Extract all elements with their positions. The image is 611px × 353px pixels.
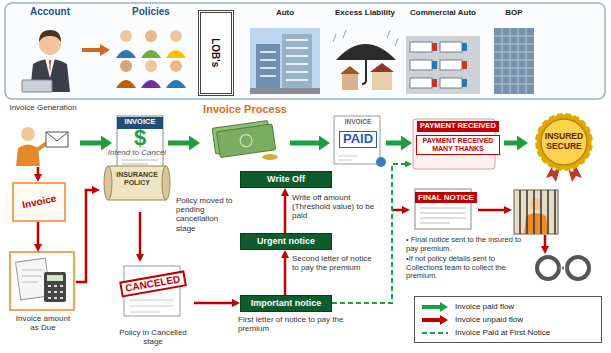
notice-box: Write Off	[240, 171, 332, 188]
node-label: Important notice	[251, 298, 322, 308]
unpaid-arrow	[478, 209, 504, 212]
flow-arrow	[168, 141, 189, 146]
payment-received-stamp: PAYMENT RECEIVED PAYMENT RECEIVED MANY TH…	[412, 118, 504, 170]
node-label: Urgent notice	[257, 236, 315, 246]
node-label: PAID	[339, 131, 377, 148]
policies-icon: Policies	[110, 6, 192, 92]
node-label: Intend to Cancel	[108, 148, 166, 157]
invoice-stamp-box: Invoice	[12, 182, 66, 222]
node-label: Invoice	[21, 193, 57, 211]
node-label: $	[134, 127, 146, 149]
invoice-process-picture: Invoice Process	[200, 103, 290, 163]
legend-swatch	[420, 315, 450, 325]
note-text: Second letter of notice to pay the premi…	[292, 254, 372, 272]
node-label: INSURED SECURE	[542, 132, 586, 152]
node-label: Invoice amount as Due	[12, 314, 74, 332]
notice-box: Urgent notice	[240, 233, 332, 250]
money-picture	[212, 120, 278, 160]
flow-arrow	[80, 141, 101, 146]
flow-arrow	[139, 212, 142, 254]
lob-picture: Excess Liability	[330, 8, 400, 96]
flow-arrow	[290, 141, 319, 146]
cancelled-stamp: CANCELED Policy in Cancelled stage	[112, 262, 194, 346]
node-label: INVOICE	[125, 118, 156, 127]
legend-row: Invoice paid flow	[420, 300, 596, 313]
legend-label: Invoice paid flow	[455, 302, 514, 311]
note-text: First letter of notice to pay the premiu…	[238, 315, 358, 333]
flow-arrow	[386, 141, 401, 146]
legend-swatch	[420, 302, 450, 312]
lob-picture: Commercial Auto	[404, 8, 482, 96]
note-text: • Final notice sent to the insured to pa…	[406, 236, 526, 253]
flow-arrow	[194, 302, 232, 305]
invoice-paid-document: INVOICE PAID	[330, 115, 386, 165]
flow-arrow	[332, 164, 405, 303]
trucks-picture	[406, 36, 480, 94]
top-band	[5, 3, 605, 99]
node-label: INSURANCE POLICY	[112, 171, 162, 187]
invoice-due-box: Invoice amount as Due	[10, 252, 76, 332]
account-person	[22, 30, 70, 92]
unpaid-arrow	[544, 235, 547, 246]
insurance-policy-scroll: Intend to CancelINSURANCE POLICY	[100, 148, 174, 212]
note-text: Write off amount (Threshold value) to be…	[292, 193, 388, 221]
flow-arrow	[504, 141, 517, 146]
node-label: Commercial Auto	[410, 8, 476, 17]
legend-label: Invoice Paid at First Notice	[455, 328, 550, 337]
due-picture	[10, 252, 74, 310]
invoice-document: INVOICE$	[112, 115, 168, 170]
node-label: PAYMENT RECEIVED MANY THANKS	[416, 135, 500, 155]
handcuffs-picture	[537, 257, 589, 279]
flow-arrow	[37, 222, 40, 244]
legend-row: Invoice Paid at First Notice	[420, 326, 596, 339]
node-label: Excess Liability	[335, 8, 395, 17]
node-label: Write Off	[267, 174, 305, 184]
node-label: INVOICE	[345, 118, 372, 125]
legend-label: Invoice unpaid flow	[455, 315, 523, 324]
node-label: LOB's	[210, 38, 222, 67]
invoice-paper	[117, 116, 163, 169]
node-label: Invoice Process	[203, 103, 287, 116]
note-text: Policy moved to pending cancellation sta…	[176, 196, 236, 233]
node-label: BOP	[505, 8, 522, 17]
seal-picture	[535, 113, 593, 182]
node-label: Invoice Generation	[9, 103, 76, 112]
legend-row: Invoice unpaid flow	[420, 313, 596, 326]
node-label: Account	[30, 6, 70, 18]
lob-picture: BOP	[486, 8, 542, 96]
auto-picture	[250, 28, 320, 94]
paid-paper	[334, 116, 386, 167]
policy-scroll	[104, 166, 170, 200]
node-label: PAYMENT RECEIVED	[417, 121, 499, 132]
node-label: Policy in Cancelled stage	[114, 328, 192, 346]
node-label: CANCELED	[119, 270, 186, 297]
legend-sample	[420, 328, 450, 338]
node-label: Policies	[132, 6, 170, 18]
invoice-sender	[16, 127, 68, 166]
note-text: •If not policy details sent to Collectio…	[406, 255, 526, 281]
flow-arrow	[82, 48, 100, 52]
policy-holders	[116, 30, 186, 88]
account-icon: Account	[18, 6, 82, 92]
flow-arrow	[284, 196, 287, 233]
flow-arrow	[284, 258, 287, 295]
invoice-generation-icon: Invoice Generation	[6, 103, 80, 167]
jail-picture	[514, 190, 558, 234]
unpaid-arrow	[392, 209, 402, 212]
final-notice-picture: FINAL NOTICE	[412, 188, 480, 230]
bop-building	[494, 28, 534, 94]
node-label: Auto	[276, 8, 294, 17]
flow-arrow	[76, 190, 92, 282]
lob-picture: Auto	[246, 8, 324, 96]
insured-seal: INSURED SECURE	[528, 112, 600, 172]
lob-box: LOB's	[198, 10, 234, 96]
flow-arrow	[37, 167, 40, 174]
umbrella-picture	[333, 30, 398, 90]
node-label: FINAL NOTICE	[415, 192, 477, 203]
notice-box: Important notice	[240, 295, 332, 312]
legend-box: Invoice paid flowInvoice unpaid flowInvo…	[414, 296, 602, 343]
